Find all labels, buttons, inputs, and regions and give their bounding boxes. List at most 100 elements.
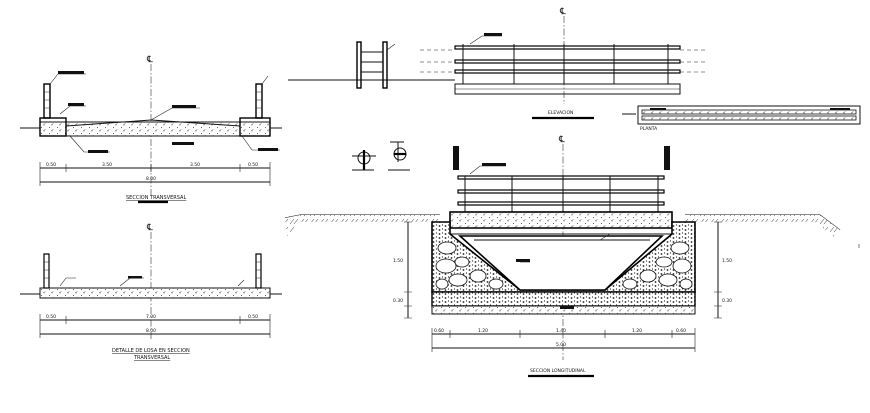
dim-ticks [39,314,271,338]
rail-posts [462,44,669,84]
top-transverse-section: ℄ 0.50 3.50 3.50 0.50 8.00 [20,55,282,204]
main-bridge-section: ℄ [284,135,841,378]
leader [241,135,280,151]
dim-base-left: 0.30 [393,298,403,304]
curb-left [39,117,67,137]
centerline-symbol: ℄ [146,223,153,233]
post-left [43,253,50,289]
foundation [431,291,696,307]
detail-lines-1 [352,155,376,171]
note-tag [172,142,194,145]
railing-elevation: ℄ ELEVACION [288,7,705,120]
note-tag [258,148,278,151]
note-tag [484,33,502,36]
dim-left-height: 1.50 [393,258,403,264]
note-tag [516,259,530,262]
slab [39,287,271,299]
note-tag [560,306,574,309]
centerline-symbol: ℄ [559,7,566,17]
dim-sub-1: 0.50 [46,162,56,168]
low-rail [454,69,681,74]
rail-detail [361,51,383,73]
dim-ticks [39,162,271,186]
view-title-line1: DETALLE DE LOSA EN SECCION [112,348,190,354]
dim-bottom-sub-2: 1.20 [478,328,488,334]
note-tag [128,276,142,279]
slab [39,121,271,137]
dim-sub-2: 7.00 [146,314,156,320]
note-tag [482,163,506,166]
dim-bottom-total: 5.00 [556,342,566,348]
note-tag [830,108,850,110]
dim-sub-3: 3.50 [190,162,200,168]
deck-slab [449,211,673,229]
leader [386,43,396,51]
curb-right [239,117,271,137]
leader [599,233,626,241]
soil-left [285,215,440,240]
dim-bottom-sub-5: 0.60 [676,328,686,334]
plan-deck [641,115,857,121]
dim-total: 8.00 [146,328,156,334]
note-tag [172,105,196,108]
low-rail [457,201,665,206]
leader [469,165,506,175]
channel-opening [457,235,665,291]
plan-outline [637,105,861,125]
crown-line-left [65,119,152,127]
mid-rail [457,189,665,194]
centerline-symbol: ℄ [558,135,565,145]
dim-ticks-left [404,221,412,319]
post-hatch [44,91,262,109]
crown-line-right [150,119,241,127]
leader [150,107,200,121]
view-title: ELEVACION [548,110,573,116]
note-tag [68,103,84,106]
note-tag [650,108,666,110]
leader [69,135,110,153]
dim-bottom-sub-1: 0.60 [434,328,444,334]
top-rail [454,45,681,50]
post-right [255,83,263,119]
post-hatch [44,261,261,279]
top-rail [457,175,665,180]
leader [59,277,245,287]
post-detail-left [356,41,362,89]
end-post-right [664,146,670,170]
dim-sub-4: 0.50 [248,162,258,168]
rubble-stones [435,241,693,290]
post-right [255,253,262,289]
plan-label: PLANTA [640,126,658,132]
detail-lines-2 [390,141,404,162]
leader [119,277,144,287]
post-detail-right [382,41,388,89]
mid-rail [454,59,681,64]
dim-right-height: 1.50 [722,258,732,264]
view-title: SECCION LONGITUDINAL [530,368,586,374]
leader [49,73,86,85]
note-tag [88,150,108,153]
rail-guides [420,49,705,73]
leader [469,35,502,45]
dim-sub-2: 3.50 [102,162,112,168]
small-details [352,141,410,171]
plan-strip: PLANTA [622,105,861,132]
dim-bottom-sub-4: 1.20 [632,328,642,334]
view-title-line2: TRANSVERSAL [133,355,170,361]
post-left [43,83,51,119]
soil-right [685,215,840,238]
dim-total: 8.00 [146,176,156,182]
slab-detail-section: ℄ 0.50 7.00 0.50 8.00 DETALLE DE LOSA EN… [20,223,282,361]
dim-ticks-bottom [431,328,696,352]
dim-bottom-sub-3: 1.40 [556,328,566,334]
plan-curb [641,109,857,115]
note-tag [58,71,84,74]
leader [59,105,86,115]
deck-beam [449,227,673,235]
dim-sub-1: 0.50 [46,314,56,320]
dim-sub-3: 0.50 [248,314,258,320]
end-post-left [453,146,459,170]
leader [261,75,269,85]
rail-posts [464,176,659,212]
